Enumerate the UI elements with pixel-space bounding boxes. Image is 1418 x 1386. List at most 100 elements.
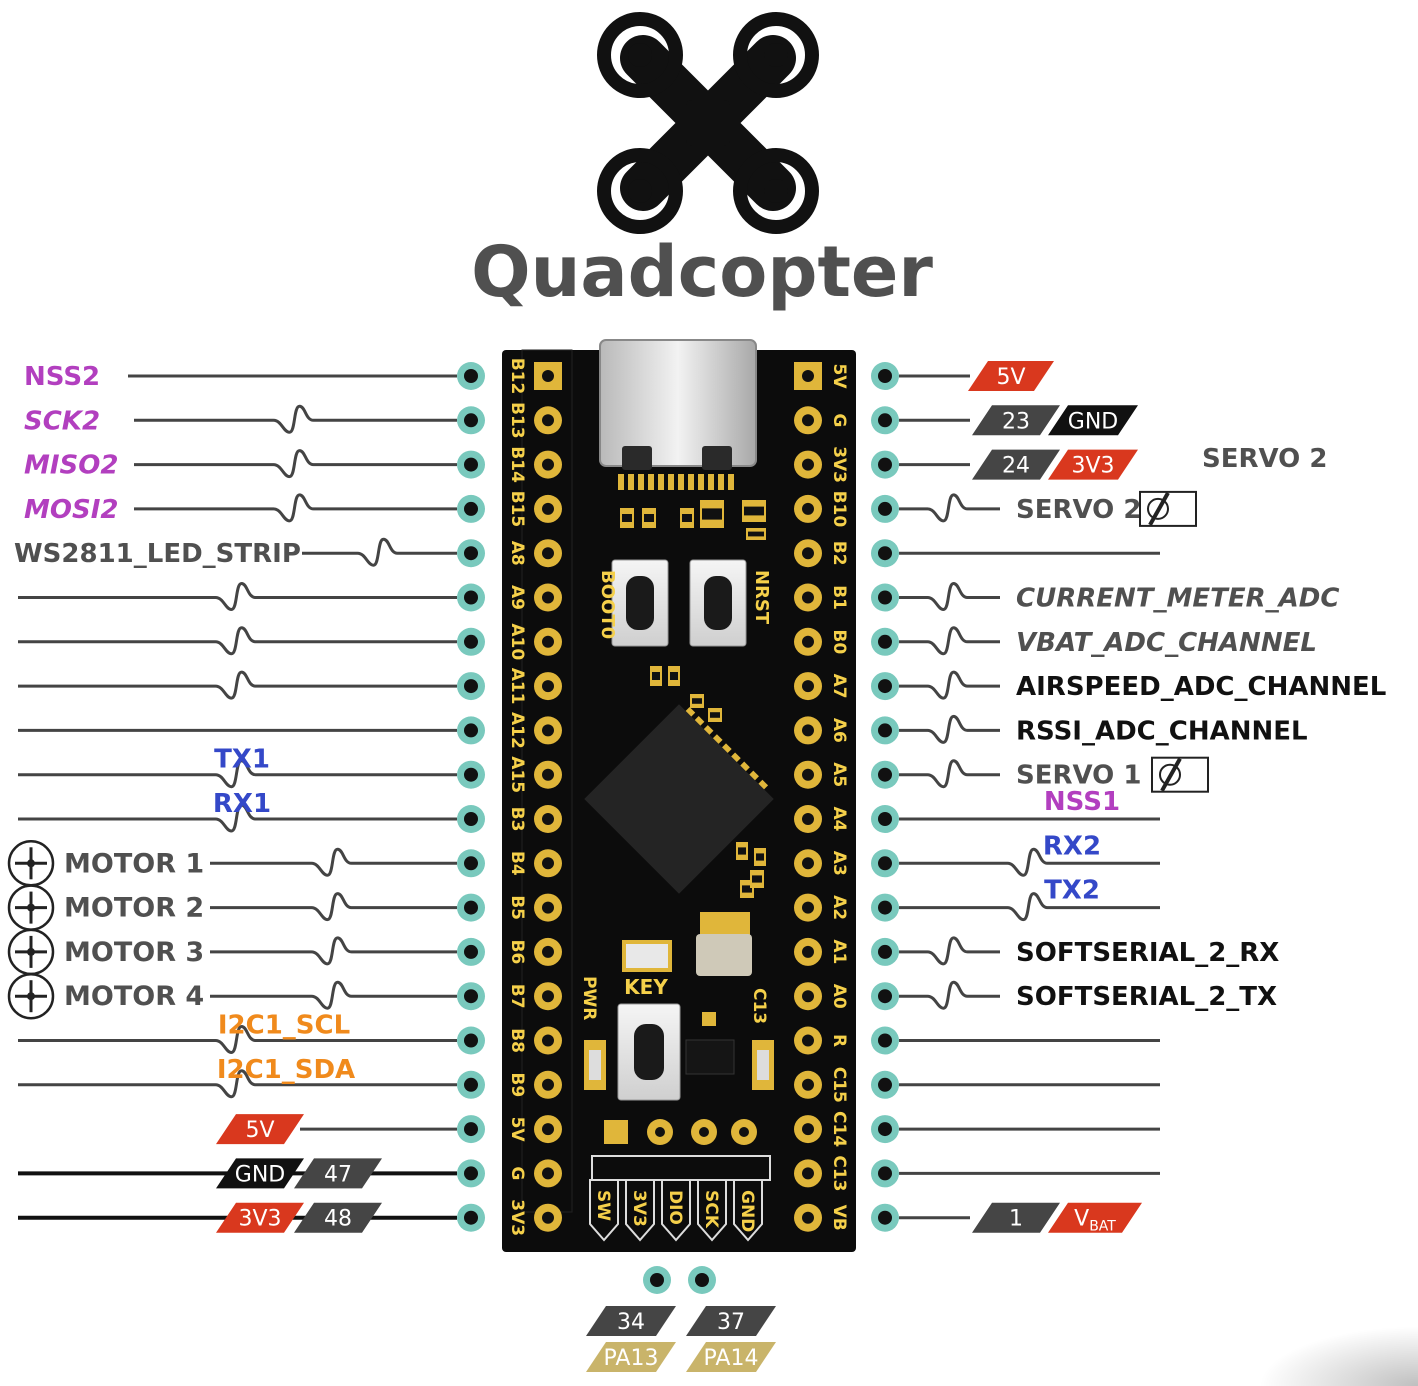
usb-contact — [648, 474, 654, 490]
left-header-pin — [534, 1203, 562, 1232]
usb-contact — [698, 474, 704, 490]
oscillator-body — [696, 934, 752, 976]
c13-label: C13 — [749, 988, 769, 1024]
key-button[interactable]: KEY — [617, 975, 681, 1101]
right-3v3-name-tag-bg — [1048, 449, 1138, 480]
pin-hole — [802, 414, 814, 427]
right-connector-hole — [878, 1077, 892, 1092]
left-wire — [134, 493, 457, 523]
nrst-button[interactable]: NRST — [689, 559, 772, 647]
propeller-icon — [7, 884, 55, 931]
pin-hole — [542, 1078, 554, 1091]
pin-hole — [542, 1167, 554, 1180]
led-body — [757, 1050, 769, 1080]
left-header-pin — [534, 539, 562, 568]
right-pin-label: C15 — [829, 1067, 849, 1103]
left-header-pin — [534, 494, 562, 523]
smd-component — [736, 842, 748, 860]
pin-hole — [802, 813, 814, 825]
left-g-number-tag: 47 — [294, 1158, 382, 1189]
usb-contact — [728, 474, 734, 490]
left-pin-label: B6 — [507, 940, 527, 965]
left-header-pin — [534, 1115, 562, 1144]
chip-body — [584, 704, 774, 894]
left-wire — [134, 404, 457, 434]
left-3v3-name-tag-text: 3V3 — [238, 1207, 281, 1232]
smd-component — [700, 500, 724, 528]
right-header-pin — [794, 450, 822, 479]
smd-component — [668, 666, 680, 686]
left-label: WS2811_LED_STRIP — [14, 539, 301, 569]
left-connector-hole — [464, 457, 478, 472]
pin-hole — [542, 680, 554, 693]
right-header-pin — [794, 362, 822, 390]
pin-hole — [542, 813, 554, 825]
left-connector-hole — [464, 723, 478, 738]
right-pin-label: B10 — [829, 491, 849, 528]
pin-hole — [542, 502, 554, 515]
left-wire — [18, 626, 457, 656]
left-wire — [18, 1024, 457, 1055]
left-pin-label: 3V3 — [507, 1199, 527, 1236]
swd-arrow — [733, 1179, 763, 1242]
right-header-pin — [794, 893, 822, 922]
usb-contact — [688, 474, 694, 490]
propeller-hub — [27, 947, 35, 956]
left-wire — [210, 892, 457, 922]
page-title: Quadcopter — [471, 231, 933, 313]
right-vb-number-tag-bg — [972, 1202, 1060, 1233]
tag-subscript: BAT — [1089, 1219, 1116, 1235]
smd-body — [682, 514, 692, 522]
pin-hole — [542, 458, 554, 471]
left-3v3-number-tag-text: 48 — [324, 1207, 352, 1232]
boot0-button[interactable]: BOOT0 — [597, 559, 669, 647]
right-wire — [899, 892, 1160, 922]
right-connector-hole — [878, 546, 892, 561]
right-header-pin — [794, 849, 822, 878]
right-5v-tag: 5V — [968, 361, 1054, 391]
right-pin-label: A7 — [829, 674, 849, 699]
right-connector-hole — [878, 457, 892, 472]
left-header-pin — [534, 362, 562, 390]
wire-layer — [18, 362, 1160, 1232]
smd-body — [742, 885, 752, 893]
smd-component — [708, 708, 722, 722]
smd-body — [622, 514, 632, 522]
right-connector-hole — [878, 944, 892, 959]
pin-hole — [542, 857, 554, 870]
bottom-number-tag-bg — [686, 1306, 776, 1336]
pin-hole — [802, 502, 814, 515]
left-connector-hole — [464, 413, 478, 428]
bottom-number-tag-text: 34 — [617, 1310, 645, 1335]
nrst-button-cap[interactable] — [704, 576, 732, 630]
left-pin-label: B13 — [507, 402, 527, 439]
left-pin-label: B5 — [507, 895, 527, 920]
left-pin-label: B14 — [507, 446, 527, 483]
key-button-cap[interactable] — [634, 1024, 664, 1080]
pin-hole — [542, 1211, 554, 1224]
left-pin-label: B3 — [507, 807, 527, 832]
boot0-button-cap[interactable] — [626, 576, 654, 630]
servo2-header: SERVO 2 — [1202, 444, 1327, 474]
swd-arrow — [661, 1179, 691, 1242]
pin-hole — [802, 901, 814, 914]
left-pin-label: B7 — [507, 984, 527, 1009]
servo-icon — [1151, 756, 1209, 793]
left-label: TX1 — [214, 745, 270, 775]
bottom-number-tag: 37 — [686, 1306, 776, 1336]
corner-shadow — [1258, 1326, 1418, 1386]
right-header-pin — [794, 760, 822, 789]
bottom-name-tag: PA13 — [586, 1342, 676, 1372]
servo-horn-ring — [1147, 497, 1169, 520]
left-5v-tag-bg — [216, 1114, 304, 1145]
right-header-pin — [794, 494, 822, 523]
right-pin-label: B0 — [829, 629, 849, 654]
right-pin-label: 5V — [829, 364, 849, 390]
swd-arrow — [625, 1179, 655, 1242]
right-connector-hole — [878, 989, 892, 1004]
left-wire — [134, 449, 457, 479]
right-label: SOFTSERIAL_2_TX — [1016, 982, 1277, 1012]
right-header-pin — [794, 805, 822, 833]
